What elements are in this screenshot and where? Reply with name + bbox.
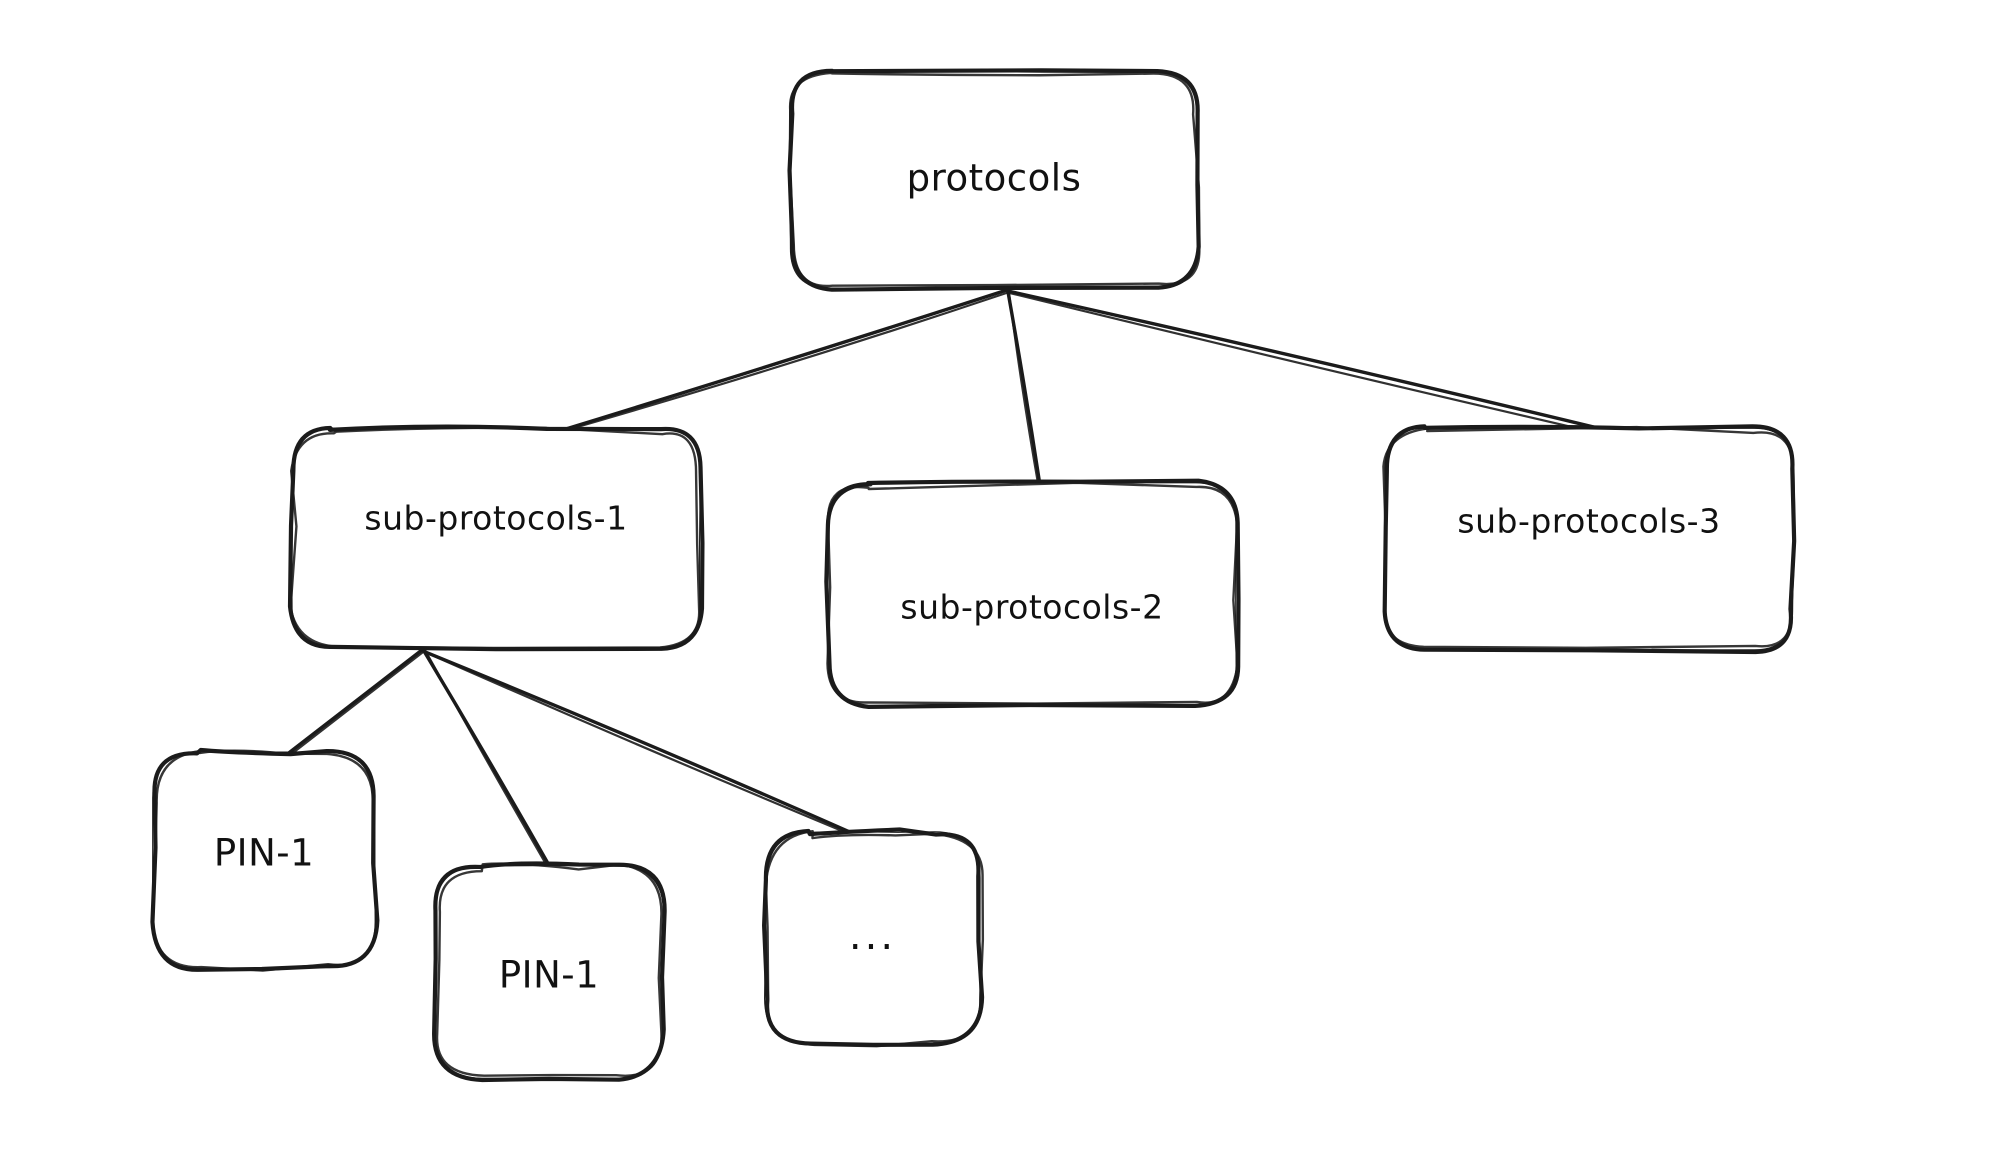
node-label-pin-1-b: PIN-1 [499,954,599,997]
edge-protocols-to-sub-protocols-3 [1005,289,1603,434]
node-ellipsis[interactable]: ... [762,827,985,1048]
edge-stroke-primary [421,649,864,839]
edge-stroke-secondary [1007,291,1040,488]
edge-stroke-secondary [425,651,862,840]
node-sub-protocols-1[interactable]: sub-protocols-1 [287,424,705,652]
edge-protocols-to-sub-protocols-1 [558,288,1010,434]
node-protocols[interactable]: protocols [787,68,1201,292]
nodes-layer: protocols sub-protocols-1 sub-protocols-2 s… [150,68,1797,1083]
node-label-ellipsis: ... [849,913,896,959]
edge-stroke-primary [284,647,426,757]
node-label-sub-protocols-3: sub-protocols-3 [1457,502,1720,541]
node-outline-secondary [1382,425,1796,650]
node-outline-secondary [764,829,985,1048]
edges-layer [280,288,1603,876]
node-label-sub-protocols-1: sub-protocols-1 [364,499,627,538]
edge-stroke-secondary [280,649,427,763]
node-sub-protocols-2[interactable]: sub-protocols-2 [824,478,1241,709]
node-outline-secondary [289,426,701,650]
node-pin-1-b[interactable]: PIN-1 [432,861,667,1083]
node-sub-protocols-3[interactable]: sub-protocols-3 [1382,424,1797,655]
node-pin-1-a[interactable]: PIN-1 [150,747,380,972]
edge-stroke-primary [558,288,1009,433]
edge-stroke-primary [1005,289,1603,431]
node-outline-secondary [788,71,1201,288]
node-label-protocols: protocols [907,157,1082,200]
node-outline-secondary [151,749,379,972]
edge-sub-protocols-1-to-ellipsis [421,649,864,840]
node-label-sub-protocols-2: sub-protocols-2 [900,588,1163,627]
edge-sub-protocols-1-to-pin-1-a [280,647,427,763]
node-fill [291,426,701,649]
edge-stroke-secondary [424,650,553,876]
node-outline-secondary [826,481,1239,705]
edge-sub-protocols-1-to-pin-1-b [422,649,554,876]
edge-stroke-secondary [1007,291,1598,434]
node-outline-primary [787,68,1201,292]
node-label-pin-1-a: PIN-1 [214,832,314,875]
edge-stroke-secondary [558,291,1010,434]
edge-protocols-to-sub-protocols-2 [1005,288,1042,488]
node-outline-secondary [435,862,663,1077]
